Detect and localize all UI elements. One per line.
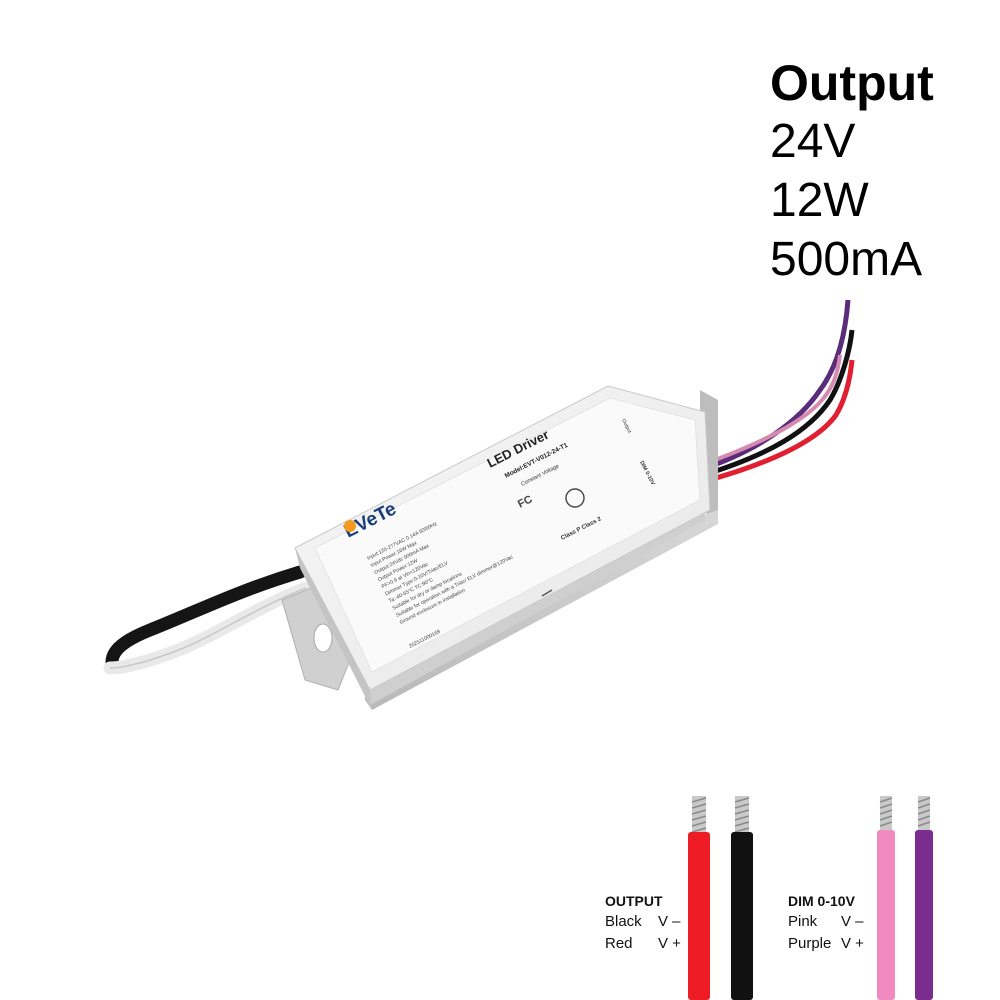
- purple-wire-sample: [915, 796, 933, 1000]
- pink-wire-sample: [877, 796, 895, 1000]
- legend-row: Purple V +: [788, 933, 864, 955]
- fcc-mark-icon: FC: [516, 493, 535, 510]
- purple-wire-insulation: [915, 830, 933, 1000]
- wire-color-label: Purple: [788, 935, 832, 952]
- legend-row: Red V +: [605, 933, 681, 955]
- spec-voltage: 24V: [770, 115, 856, 168]
- pink-wire-insulation: [877, 830, 895, 1000]
- spec-heading: Output: [770, 55, 934, 111]
- output-legend-title: OUTPUT: [605, 893, 663, 909]
- output-spec: Output 24V 12W 500mA: [770, 58, 934, 295]
- wire-color-label: Red: [605, 935, 633, 952]
- spec-power: 12W: [770, 174, 869, 227]
- red-wire-sample: [688, 796, 710, 1000]
- input-cables: [103, 565, 313, 675]
- output-wires: [699, 299, 855, 485]
- wire-color-label: Black: [605, 913, 642, 930]
- spec-current: 500mA: [770, 233, 923, 286]
- polarity-label: V –: [658, 913, 681, 930]
- output-wire-legend: OUTPUT Black V – Red V +: [605, 891, 681, 955]
- polarity-label: V –: [841, 913, 864, 930]
- logo-sun-icon: [344, 520, 356, 532]
- polarity-label: V +: [658, 935, 681, 952]
- polarity-label: V +: [841, 935, 864, 952]
- led-driver-photo: EVeTe LED Driver Model:EVT-V012-24-T1 Co…: [103, 299, 855, 710]
- wire-color-label: Pink: [788, 913, 818, 930]
- legend-row: Pink V –: [788, 911, 864, 933]
- driver-housing: [294, 385, 718, 710]
- svg-text:FC: FC: [516, 493, 535, 510]
- dim-wire-legend: DIM 0-10V Pink V – Purple V +: [788, 891, 864, 955]
- red-wire-insulation: [688, 832, 710, 1000]
- black-wire-insulation: [731, 832, 753, 1000]
- ul-mark-icon: [565, 488, 585, 508]
- legend-row: Black V –: [605, 911, 681, 933]
- dim-legend-title: DIM 0-10V: [788, 893, 855, 909]
- black-wire-sample: [731, 796, 753, 1000]
